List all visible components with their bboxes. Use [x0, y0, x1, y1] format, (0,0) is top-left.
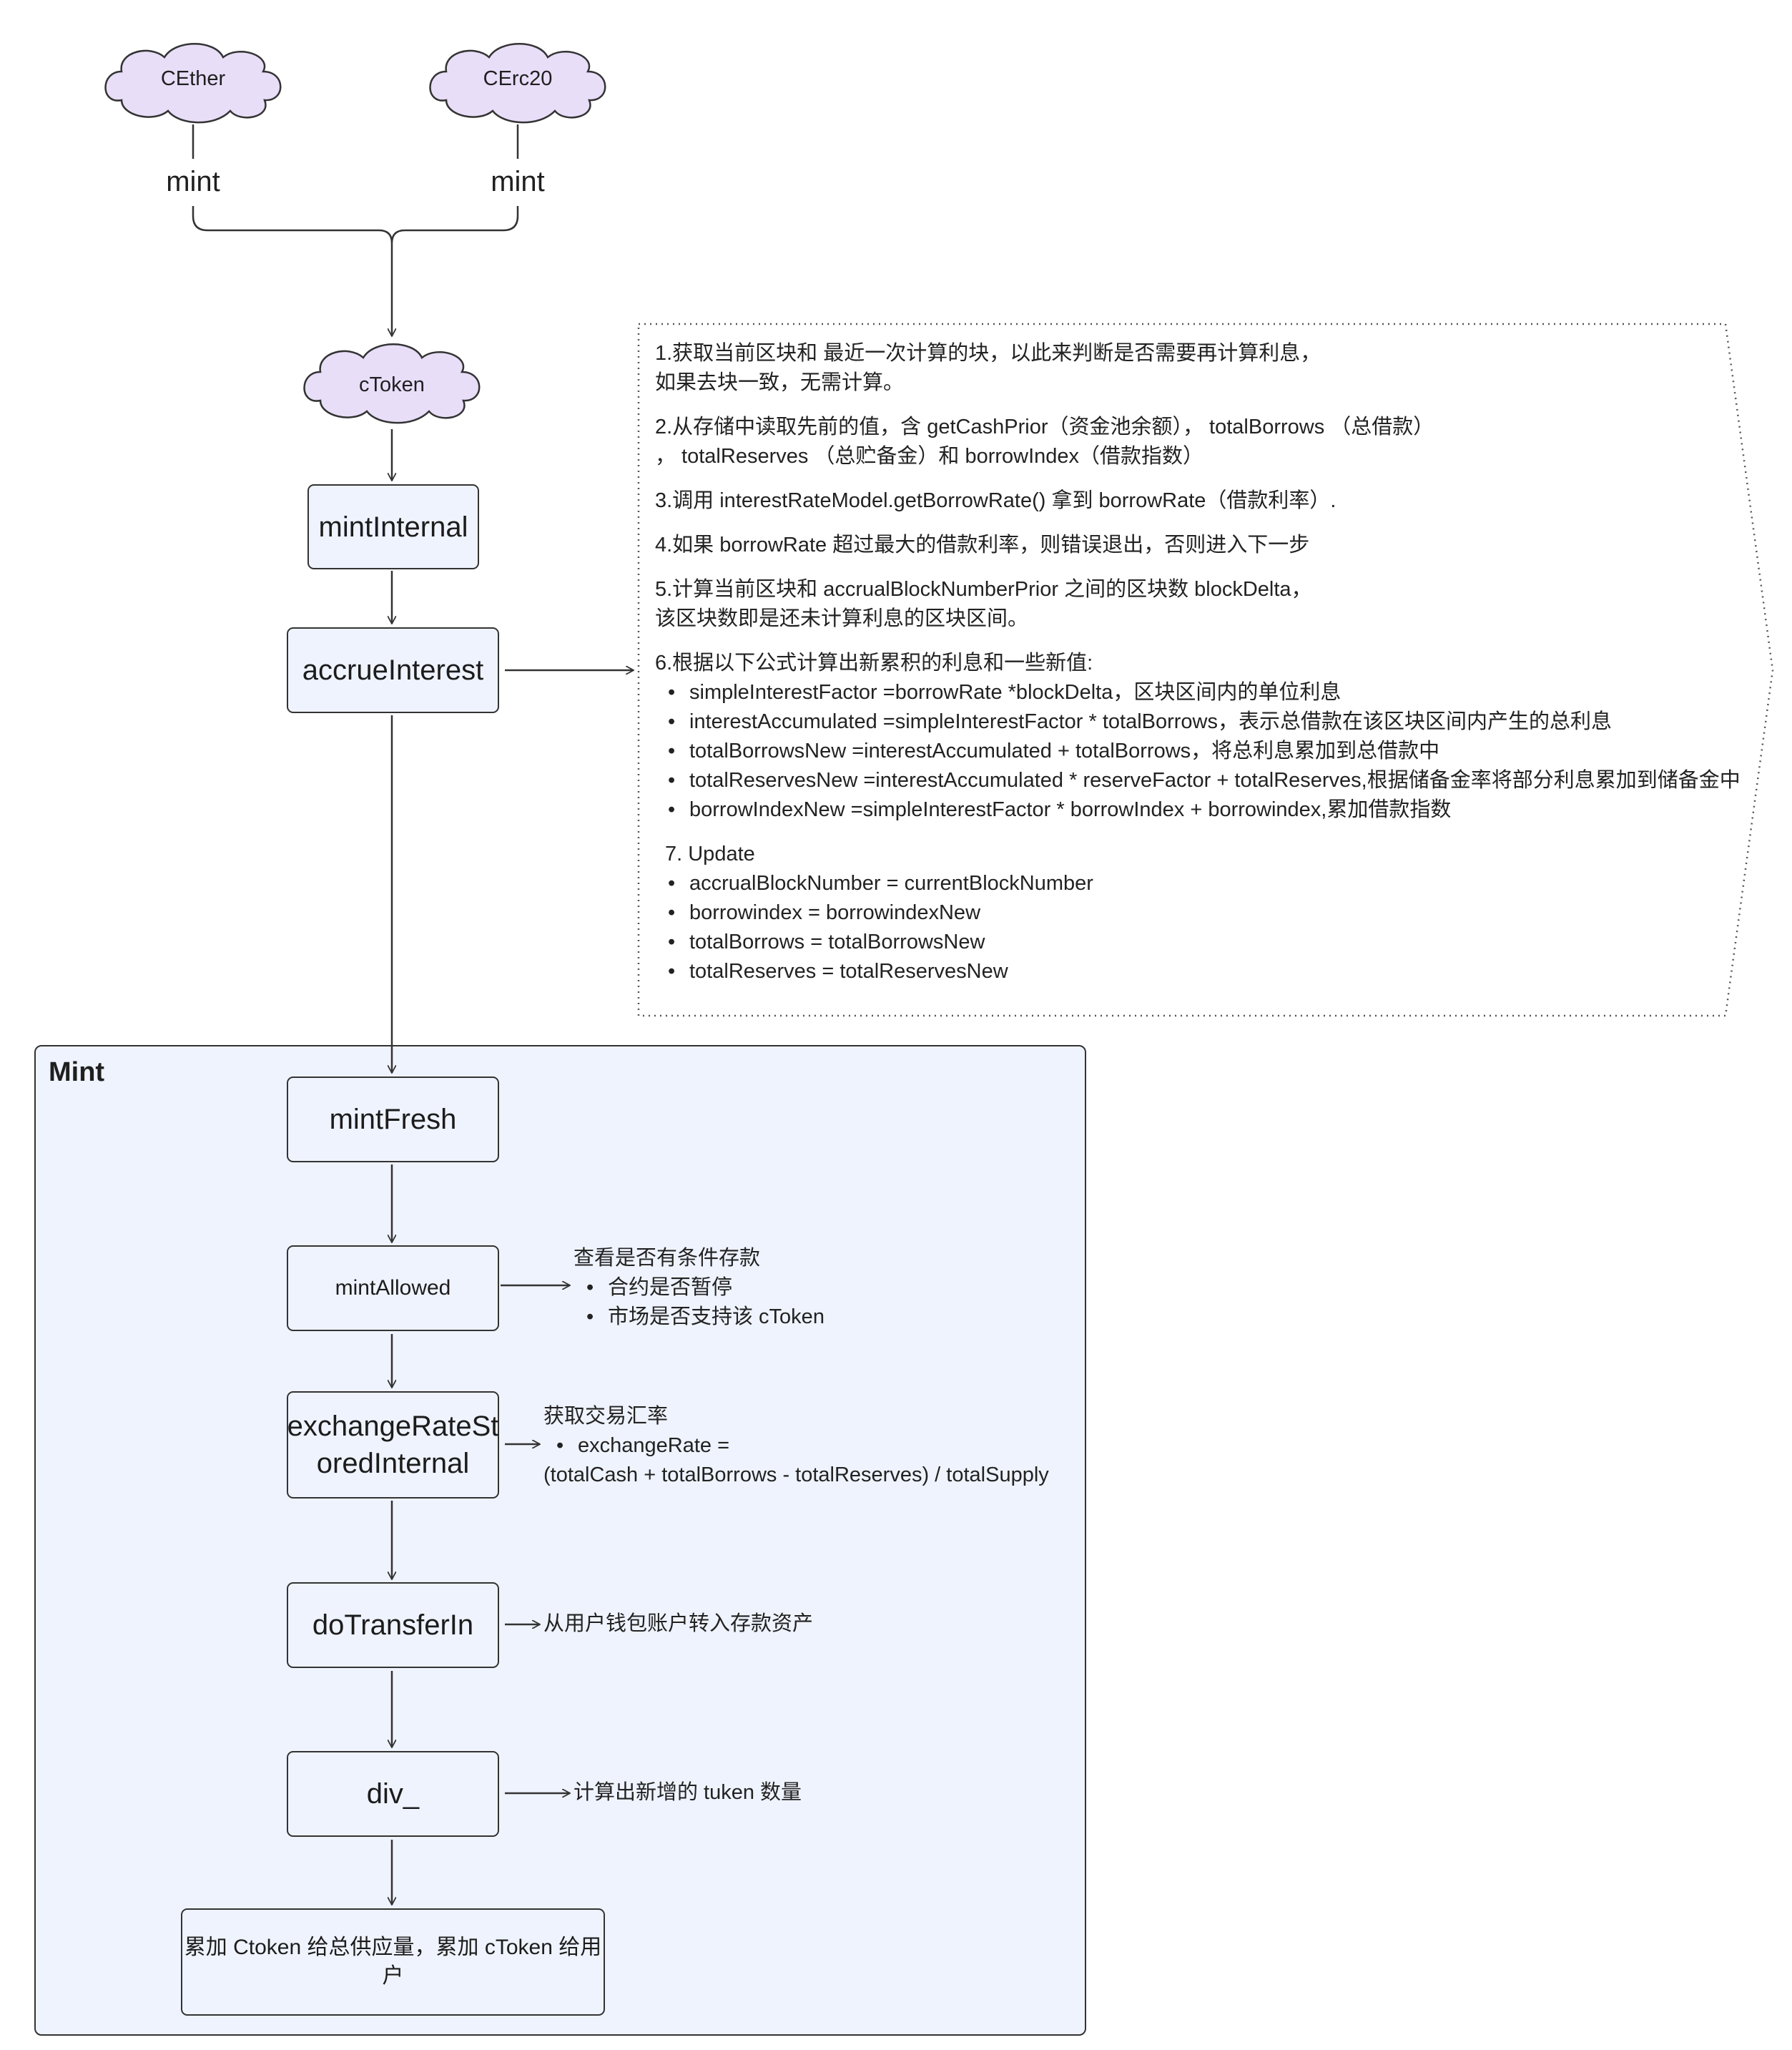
accrue-info-step2: 2.从存储中读取先前的值，含 getCashPrior（资金池余额）， tota…: [655, 416, 1434, 468]
cloud-cerc20-label: CErc20: [483, 67, 553, 90]
cloud-ctoken-shape: [303, 343, 481, 424]
accrue-info-step1: 1.获取当前区块和 最近一次计算的块，以此来判断是否需要再计算利息， 如果去块一…: [655, 342, 1321, 394]
mint-group-title: Mint: [49, 1057, 105, 1087]
note-div: 计算出新增的 tuken 数量: [573, 1781, 802, 1804]
node-mint-allowed: mintAllowed: [287, 1245, 499, 1331]
cloud-cether-shape: [104, 43, 282, 124]
edge-label-right-mint: mint: [491, 166, 545, 197]
update-item: accrualBlockNumber = currentBlockNumber: [655, 869, 1756, 898]
accrue-info-step4: 4.如果 borrowRate 超过最大的借款利率，则错误退出，否则进入下一步: [655, 534, 1310, 556]
node-exchange-rate-line1: exchangeRateSt: [287, 1411, 499, 1442]
accrue-info-step5: 5.计算当前区块和 accrualBlockNumberPrior 之间的区块数…: [655, 578, 1312, 630]
formula-item: totalBorrowsNew =interestAccumulated + t…: [655, 737, 1756, 766]
mint-group: [34, 1045, 1086, 2036]
note-do-transfer-in: 从用户钱包账户转入存款资产: [543, 1612, 814, 1635]
formula-item: interestAccumulated =simpleInterestFacto…: [655, 707, 1756, 737]
note-exchange-rate-formula: (totalCash + totalBorrows - totalReserve…: [543, 1463, 1049, 1486]
node-accumulate-ctoken: 累加 Ctoken 给总供应量，累加 cToken 给用 户: [181, 1908, 605, 2016]
node-exchange-rate-line2: oredInternal: [316, 1448, 470, 1479]
note-mint-allowed-title: 查看是否有条件存款: [573, 1247, 761, 1270]
node-do-transfer-in: doTransferIn: [287, 1582, 499, 1668]
note-exchange-rate: 获取交易汇率 exchangeRate = (totalCash + total…: [543, 1402, 1080, 1490]
cloud-ctoken-label: cToken: [359, 373, 425, 396]
update-item: totalReserves = totalReservesNew: [655, 957, 1756, 986]
note-mint-allowed-item: 市场是否支持该 cToken: [573, 1303, 945, 1332]
cloud-cether-label: CEther: [160, 67, 226, 90]
accrue-info-callout: [637, 323, 1774, 1017]
note-exchange-rate-title: 获取交易汇率: [543, 1405, 669, 1428]
note-mint-allowed-item: 合约是否暂停: [573, 1273, 945, 1303]
note-exchange-rate-item: exchangeRate =: [543, 1431, 1080, 1461]
node-mint-fresh: mintFresh: [287, 1077, 499, 1162]
node-accrue-interest: accrueInterest: [287, 627, 499, 713]
cloud-cerc20-shape: [429, 43, 606, 124]
node-accumulate-line1: 累加 Ctoken 给总供应量，累加 cToken 给用: [184, 1936, 602, 1959]
formula-item: totalReservesNew =interestAccumulated * …: [655, 766, 1756, 795]
node-accumulate-line2: 户: [382, 1964, 404, 1988]
update-item: totalBorrows = totalBorrowsNew: [655, 928, 1756, 957]
node-mint-internal: mintInternal: [307, 484, 479, 569]
accrue-info-text: 1.获取当前区块和 最近一次计算的块，以此来判断是否需要再计算利息， 如果去块一…: [655, 339, 1756, 1001]
update-item: borrowindex = borrowindexNew: [655, 898, 1756, 928]
note-mint-allowed: 查看是否有条件存款 合约是否暂停 市场是否支持该 cToken: [573, 1244, 945, 1332]
node-div: div_: [287, 1751, 499, 1837]
node-exchange-rate-stored-internal: exchangeRateSt oredInternal: [287, 1391, 499, 1499]
formula-item: borrowIndexNew =simpleInterestFactor * b…: [655, 795, 1756, 825]
accrue-info-step6: 6.根据以下公式计算出新累积的利息和一些新值: simpleInterestFa…: [655, 649, 1756, 825]
accrue-info-step3: 3.调用 interestRateModel.getBorrowRate() 拿…: [655, 489, 1336, 512]
edge-label-left-mint: mint: [166, 166, 220, 197]
formula-item: simpleInterestFactor =borrowRate *blockD…: [655, 678, 1756, 707]
accrue-info-step7: 7. Update accrualBlockNumber = currentBl…: [655, 840, 1756, 986]
